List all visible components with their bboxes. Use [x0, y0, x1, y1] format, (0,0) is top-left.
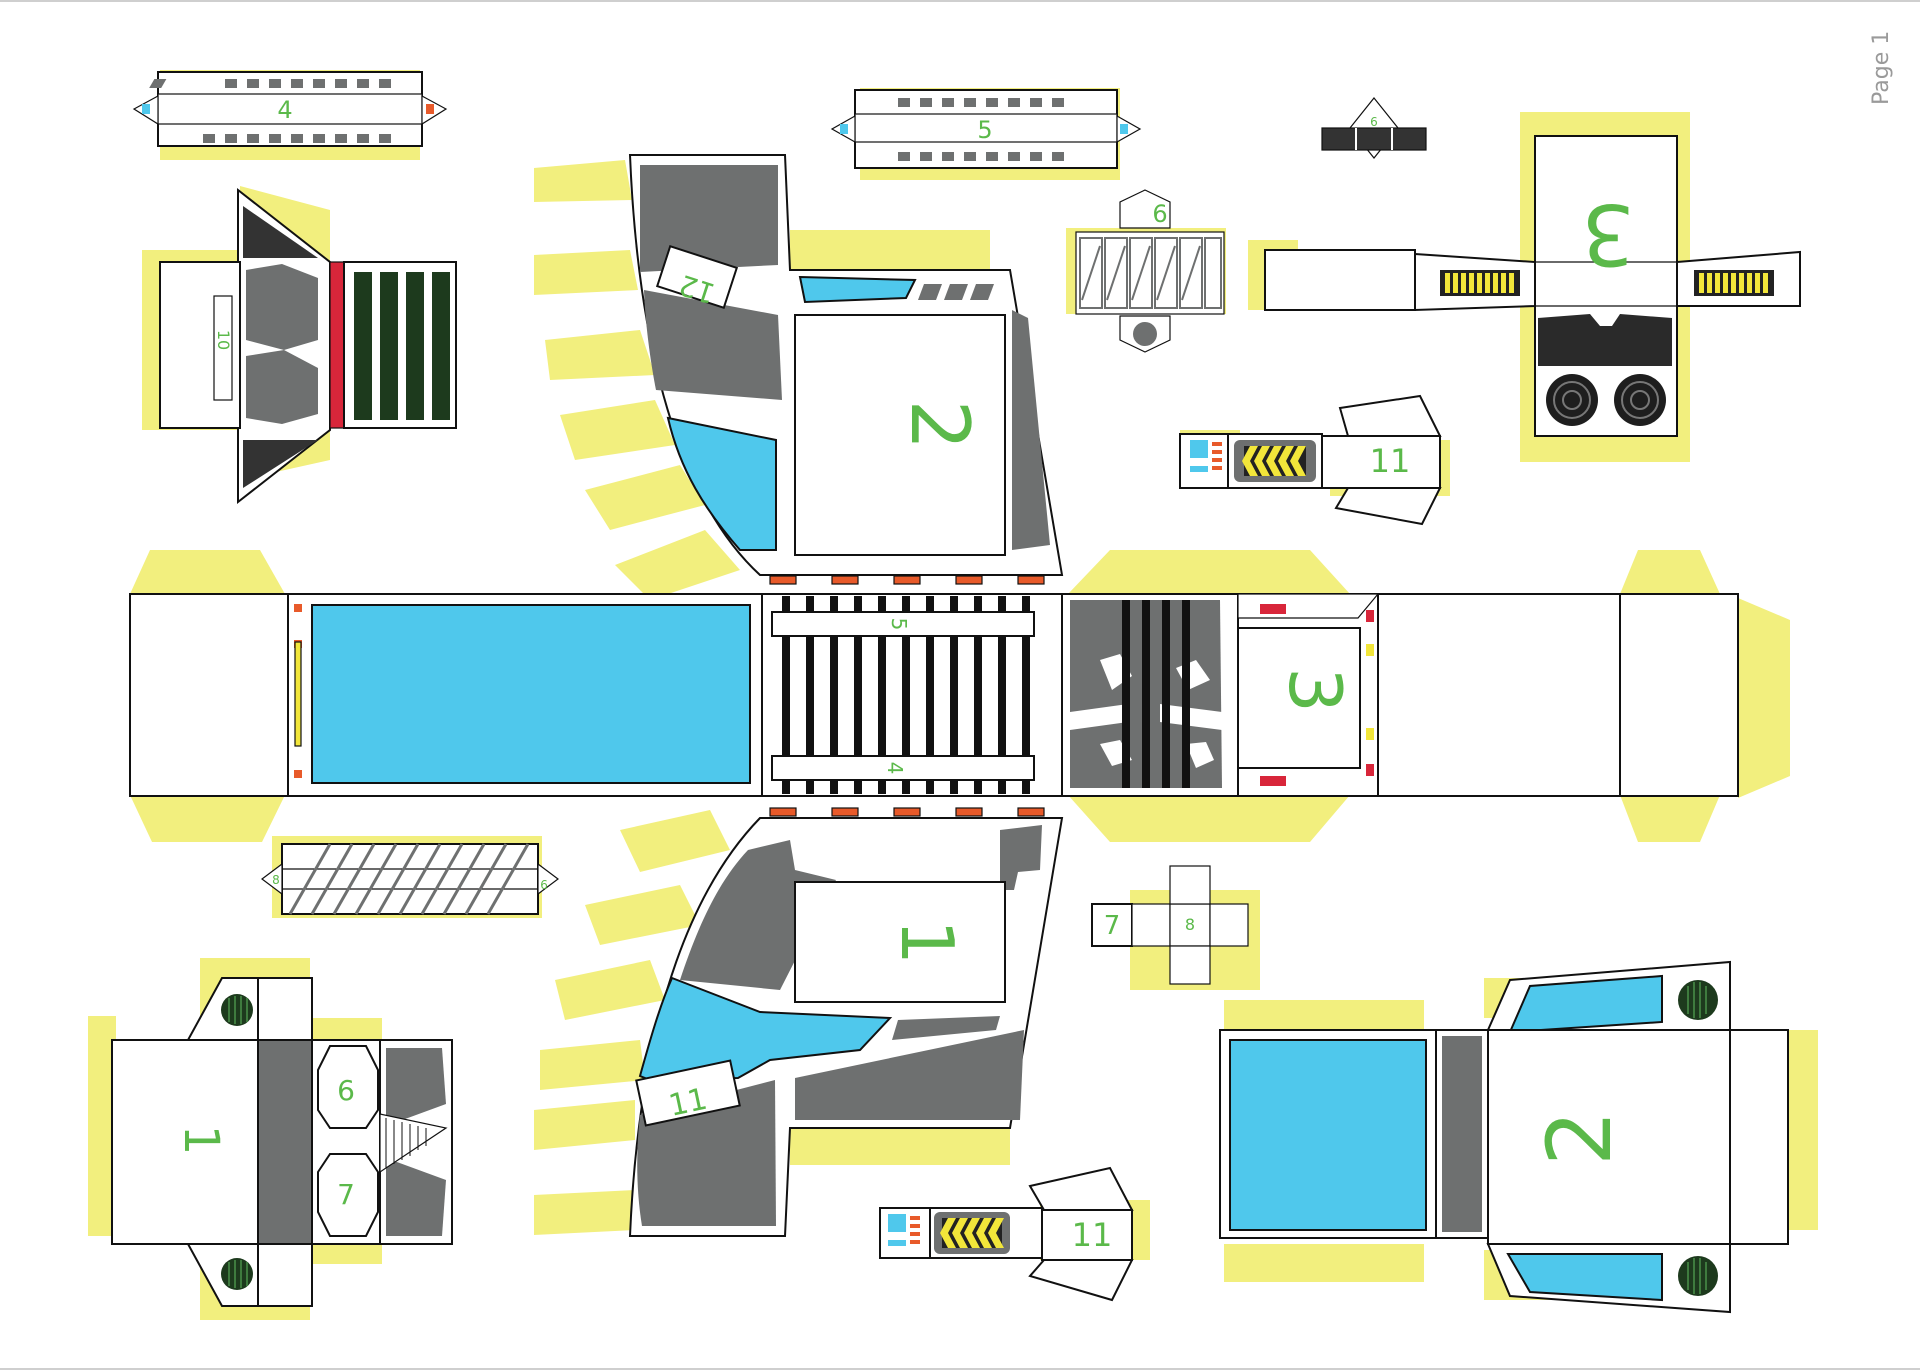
body-glue-tabs — [130, 550, 1790, 842]
part-number-6-hex: 6 — [1152, 200, 1167, 228]
part-number-1-left: 1 — [173, 1125, 229, 1156]
part-number-7-cross: 7 — [1104, 911, 1121, 941]
part-number-6-small: 6 — [1370, 115, 1378, 129]
lower-glue-tabs — [534, 810, 1010, 1235]
part-number-3-body: 3 — [1273, 667, 1357, 713]
part-1-bottom-left: 1 6 7 — [88, 958, 453, 1320]
part-2-bottom-right: 2 — [1219, 960, 1818, 1314]
part-number-8-cross: 8 — [1185, 915, 1195, 934]
part-2-upper-arch: 12 2 — [628, 154, 1064, 585]
part-10-side: 10 — [142, 186, 457, 505]
part-number-10: 10 — [214, 330, 233, 350]
page-label: Page 1 — [1869, 31, 1894, 105]
part-number-11-upper: 11 — [1370, 442, 1411, 480]
part-number-11-lower-left: 11 — [666, 1082, 711, 1124]
part-11-bottom: 11 — [879, 1166, 1150, 1302]
part-number-8-strip: 8 — [272, 873, 280, 887]
part-number-11-bottom: 11 — [1072, 1216, 1113, 1254]
part-1-lower-arch: 1 11 — [628, 807, 1064, 1237]
part-7-8-cross: 7 8 — [1091, 865, 1260, 990]
upper-glue-tabs — [534, 160, 990, 600]
part-number-5: 5 — [977, 116, 992, 144]
part-11-upper: 11 — [1179, 394, 1450, 526]
part-3-wheel-base: 3 — [1248, 112, 1801, 462]
part-number-1-center: 1 — [885, 919, 969, 965]
part-number-9-strip: 9 — [540, 877, 548, 891]
part-number-5-body: 5 — [887, 618, 911, 631]
part-4-strip: 4 — [132, 70, 448, 160]
part-number-4-body: 4 — [883, 762, 907, 775]
part-number-7-left: 7 — [337, 1178, 355, 1211]
part-number-4: 4 — [277, 96, 292, 124]
part-5-strip: 5 — [830, 88, 1142, 180]
part-number-2-right: 2 — [1528, 1110, 1631, 1166]
part-8-9-strip: 8 9 — [261, 836, 559, 918]
part-number-6-left: 6 — [337, 1074, 355, 1107]
part-number-3-large: 3 — [1581, 185, 1634, 283]
main-body-strip: 5 4 3 — [129, 593, 1739, 797]
part-number-2-center: 2 — [893, 400, 986, 451]
part-6-small: 6 — [1321, 97, 1427, 159]
part-6-hex: 6 — [1066, 189, 1226, 353]
